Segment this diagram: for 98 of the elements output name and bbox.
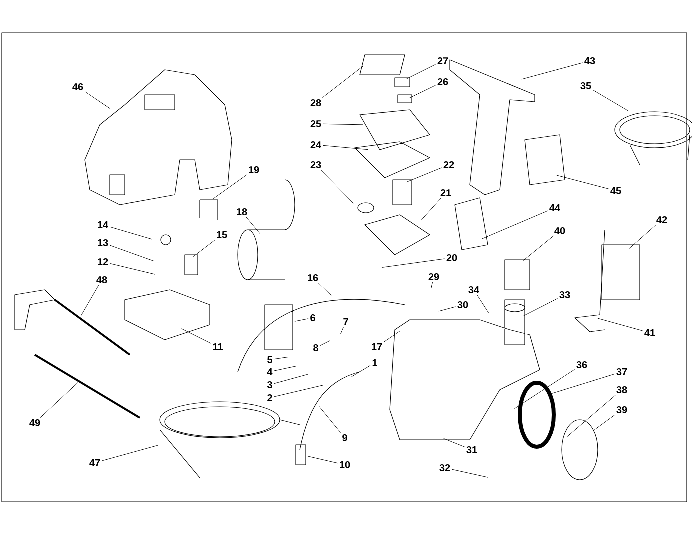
callout-number: 49 [30,419,40,427]
callout-number: 44 [550,204,560,212]
leader-line [102,445,158,462]
leader-line [556,175,610,190]
leader-line [452,469,488,478]
leader-line [323,124,364,126]
leader-line [320,340,330,346]
leader-line [384,330,401,342]
leader-line [406,168,442,182]
leader-line [182,328,212,344]
callout-number: 7 [344,318,348,326]
callout-number: 14 [98,222,108,228]
leader-line [110,263,156,275]
callout-number: 29 [428,273,440,281]
callout-number: 41 [644,330,656,336]
leader-line [213,174,248,200]
leader-line [550,374,616,395]
callout-number: 38 [616,386,628,394]
callout-number: 25 [310,120,322,128]
leader-line [514,369,576,410]
callout-number: 24 [310,142,322,148]
callout-number: 15 [217,232,228,238]
callout-number: 16 [308,274,318,282]
callout-number: 27 [438,58,448,64]
leader-line [323,145,368,150]
leader-line [406,64,436,80]
leader-line [351,365,371,378]
leader-line [274,385,324,398]
leader-line [523,236,554,261]
callout-number: 22 [444,162,454,168]
leader-line [320,170,354,204]
leader-line [444,438,466,448]
leader-line [193,240,216,258]
callout-number: 18 [237,208,248,216]
callout-number: 37 [616,368,628,376]
leader-line [340,326,344,334]
callout-number: 9 [342,434,348,442]
callout-number: 26 [438,78,448,86]
leader-line [593,414,616,432]
callout-number: 1 [372,360,378,366]
leader-line [318,282,332,296]
callout-number: 46 [72,83,84,91]
leader-line [85,92,111,110]
callout-number: 12 [98,258,108,266]
callout-number: 19 [249,166,260,174]
callout-number: 43 [584,57,596,65]
leader-line [274,357,288,360]
callout-number: 32 [440,464,450,472]
callout-number: 23 [310,161,322,169]
callout-number: 21 [440,190,452,196]
leader-line [110,245,154,262]
leader-line [274,374,308,384]
leader-line [274,366,296,372]
leader-line [482,210,548,240]
callout-number: 5 [268,356,272,364]
leader-line [598,318,644,332]
leader-line [319,406,341,434]
callout-number: 6 [310,314,316,322]
callout-number: 35 [580,82,592,90]
callout-number: 20 [446,254,458,262]
callout-number: 10 [340,461,350,469]
leader-line [294,318,309,322]
leader-line [524,298,558,316]
callout-number: 13 [98,239,108,247]
leader-line [308,456,338,464]
callout-number: 8 [314,344,318,352]
callout-number: 34 [468,286,480,294]
leader-line [246,216,261,235]
leader-line [438,306,456,312]
callout-number: 45 [610,188,622,194]
leader-line [592,90,629,112]
callout-number: 28 [310,99,322,107]
leader-line [522,62,584,80]
callout-number: 2 [268,394,272,402]
leader-line [410,85,436,98]
callout-number: 30 [458,301,468,309]
callout-number: 3 [267,381,272,389]
callout-number: 31 [466,446,478,454]
leader-line [110,226,152,240]
leader-line [477,294,490,314]
callout-number: 42 [656,216,668,224]
callout-number: 40 [554,227,566,235]
callout-number: 39 [616,406,628,414]
callout-number: 47 [90,460,100,466]
leader-line [421,198,442,221]
callout-number: 48 [96,276,108,284]
leader-line [431,282,434,288]
leader-line [629,224,656,249]
callout-number: 33 [560,291,570,299]
leader-line [382,258,446,268]
leader-line [40,382,79,418]
callout-number: 17 [372,344,382,350]
leader-line [80,284,100,316]
leader-line [567,394,616,437]
callout-number: 4 [267,368,273,376]
leader-line [322,66,364,98]
callout-number: 11 [213,344,223,350]
callout-number: 36 [576,361,588,369]
